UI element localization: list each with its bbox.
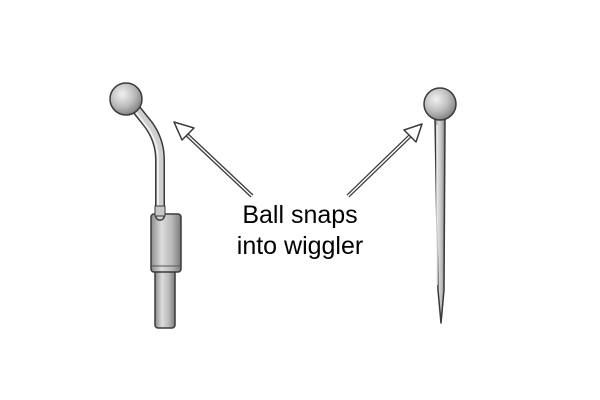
caption-line-2: into wiggler — [236, 232, 364, 260]
caption-line-1: Ball snaps — [242, 201, 358, 229]
probe-sleeve — [150, 213, 182, 273]
straight-ball-pin-icon — [423, 87, 457, 324]
bent-ball-probe-icon — [109, 82, 182, 329]
right-arrow — [346, 123, 423, 198]
probe-shank — [154, 267, 176, 329]
left-arrow — [173, 121, 254, 198]
caption-label: Ball snaps into wiggler — [200, 200, 400, 262]
pin-ball — [423, 87, 457, 121]
probe-ball — [109, 82, 143, 116]
